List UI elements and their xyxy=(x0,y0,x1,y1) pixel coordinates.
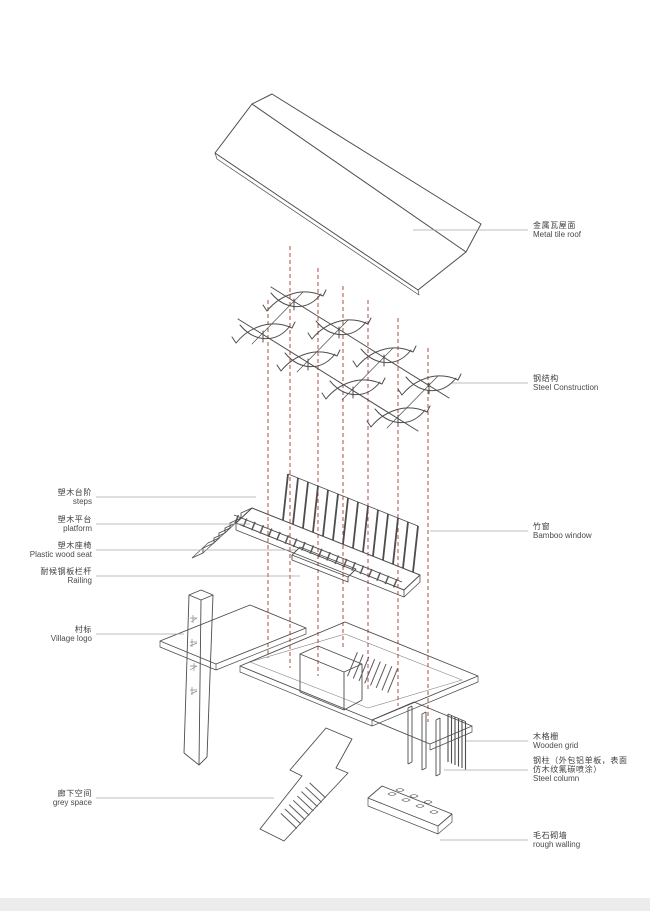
truss-branch xyxy=(397,373,462,396)
base-layer xyxy=(159,589,479,842)
truss-branch xyxy=(231,321,296,344)
label-village-logo-en: Village logo xyxy=(50,634,92,643)
village-logo-monolith xyxy=(183,589,214,766)
label-village-logo: 村标 Village logo xyxy=(51,625,92,643)
deck-inner-edge xyxy=(249,633,463,709)
label-railing: 耐候钢板栏杆 Railing xyxy=(40,567,92,585)
label-platform-zh: 塑木平台 xyxy=(57,515,92,524)
wooden-grid-slats xyxy=(447,713,467,770)
bamboo-window-slats xyxy=(282,473,419,573)
steel-structure-layer xyxy=(231,286,462,432)
walkway-stairs-hatch xyxy=(277,782,327,832)
page-bottom-strip xyxy=(0,898,650,911)
plastic-wood-seat-shape xyxy=(291,546,357,583)
label-rough-walling-zh: 毛石砌墙 xyxy=(533,831,568,840)
label-plastic-wood-seat-zh: 塑木座椅 xyxy=(57,541,92,550)
label-railing-en: Railing xyxy=(67,576,92,585)
label-bamboo-window-en: Bamboo window xyxy=(533,531,592,540)
walkway xyxy=(259,727,353,842)
label-steel-column-zh1: 钢柱（外包铝单板，表面 xyxy=(533,756,628,765)
stone-hatch xyxy=(387,788,439,814)
truss-branch xyxy=(366,405,431,428)
label-rough-walling-en: rough walling xyxy=(533,840,581,849)
label-steel-column-en: Steel column xyxy=(533,774,580,783)
label-rough-walling: 毛石砌墙 rough walling xyxy=(533,831,580,849)
main-deck xyxy=(239,621,479,727)
label-wooden-grid: 木格栅 Wooden grid xyxy=(533,732,578,750)
label-steel-construction: 钢结构 Steel Construction xyxy=(533,374,598,392)
label-plastic-wood-seat: 塑木座椅 Plastic wood seat xyxy=(30,541,92,559)
left-ground-plate xyxy=(159,604,307,671)
metal-tile-roof-layer xyxy=(214,93,482,296)
bamboo-window-top-rail xyxy=(287,473,419,527)
label-metal-tile-roof-zh: 金属瓦屋面 xyxy=(533,221,576,230)
truss-branch xyxy=(352,345,417,368)
label-grey-space: 廊下空间 grey space xyxy=(53,789,92,807)
label-village-logo-zh: 村标 xyxy=(74,625,92,634)
village-logo-inscription xyxy=(189,615,198,695)
label-metal-tile-roof-en: Metal tile roof xyxy=(533,230,582,239)
label-steps-en: steps xyxy=(72,497,92,506)
truss-branch xyxy=(321,377,386,400)
leader-lines xyxy=(96,229,528,841)
truss-branch xyxy=(307,317,372,340)
label-steel-column: 钢柱（外包铝单板，表面 仿木纹氟碳喷涂） Steel column xyxy=(533,756,628,783)
label-steps: 塑木台阶 steps xyxy=(58,488,92,506)
label-wooden-grid-en: Wooden grid xyxy=(533,741,579,750)
roof-outline xyxy=(214,93,482,291)
label-platform-en: platform xyxy=(63,524,92,533)
purlin-line xyxy=(237,318,419,432)
label-wooden-grid-zh: 木格栅 xyxy=(533,732,559,741)
railing-top-rail xyxy=(233,514,403,583)
label-steel-construction-en: Steel Construction xyxy=(533,383,599,392)
platform-thickness xyxy=(235,523,405,598)
truss-branch xyxy=(276,349,341,372)
platform-layer xyxy=(191,473,421,598)
label-plastic-wood-seat-en: Plastic wood seat xyxy=(29,550,92,559)
steel-columns xyxy=(407,705,441,777)
steps-shape xyxy=(191,507,253,559)
label-railing-zh: 耐候钢板栏杆 xyxy=(40,567,92,576)
label-metal-tile-roof: 金属瓦屋面 Metal tile roof xyxy=(533,221,581,239)
grey-space-wall xyxy=(299,645,363,711)
truss-branch xyxy=(262,289,327,312)
projection-lines xyxy=(267,246,429,722)
platform-end-face xyxy=(403,575,421,598)
label-grey-space-en: grey space xyxy=(52,798,92,807)
purlin-line xyxy=(270,286,450,399)
label-bamboo-window-zh: 竹窗 xyxy=(533,522,551,531)
label-grey-space-zh: 廊下空间 xyxy=(57,789,92,798)
rough-stone-wall xyxy=(367,785,453,835)
label-steel-construction-zh: 钢结构 xyxy=(533,374,559,383)
label-steps-zh: 塑木台阶 xyxy=(57,488,92,497)
label-bamboo-window: 竹窗 Bamboo window xyxy=(533,522,592,540)
deck-stairs-hatch xyxy=(347,651,401,695)
label-steel-column-zh2: 仿木纹氟碳喷涂） xyxy=(533,765,602,774)
roof-ridge-line xyxy=(251,103,467,253)
roof-edge-thickness xyxy=(214,152,420,296)
label-platform: 塑木平台 platform xyxy=(58,515,92,533)
